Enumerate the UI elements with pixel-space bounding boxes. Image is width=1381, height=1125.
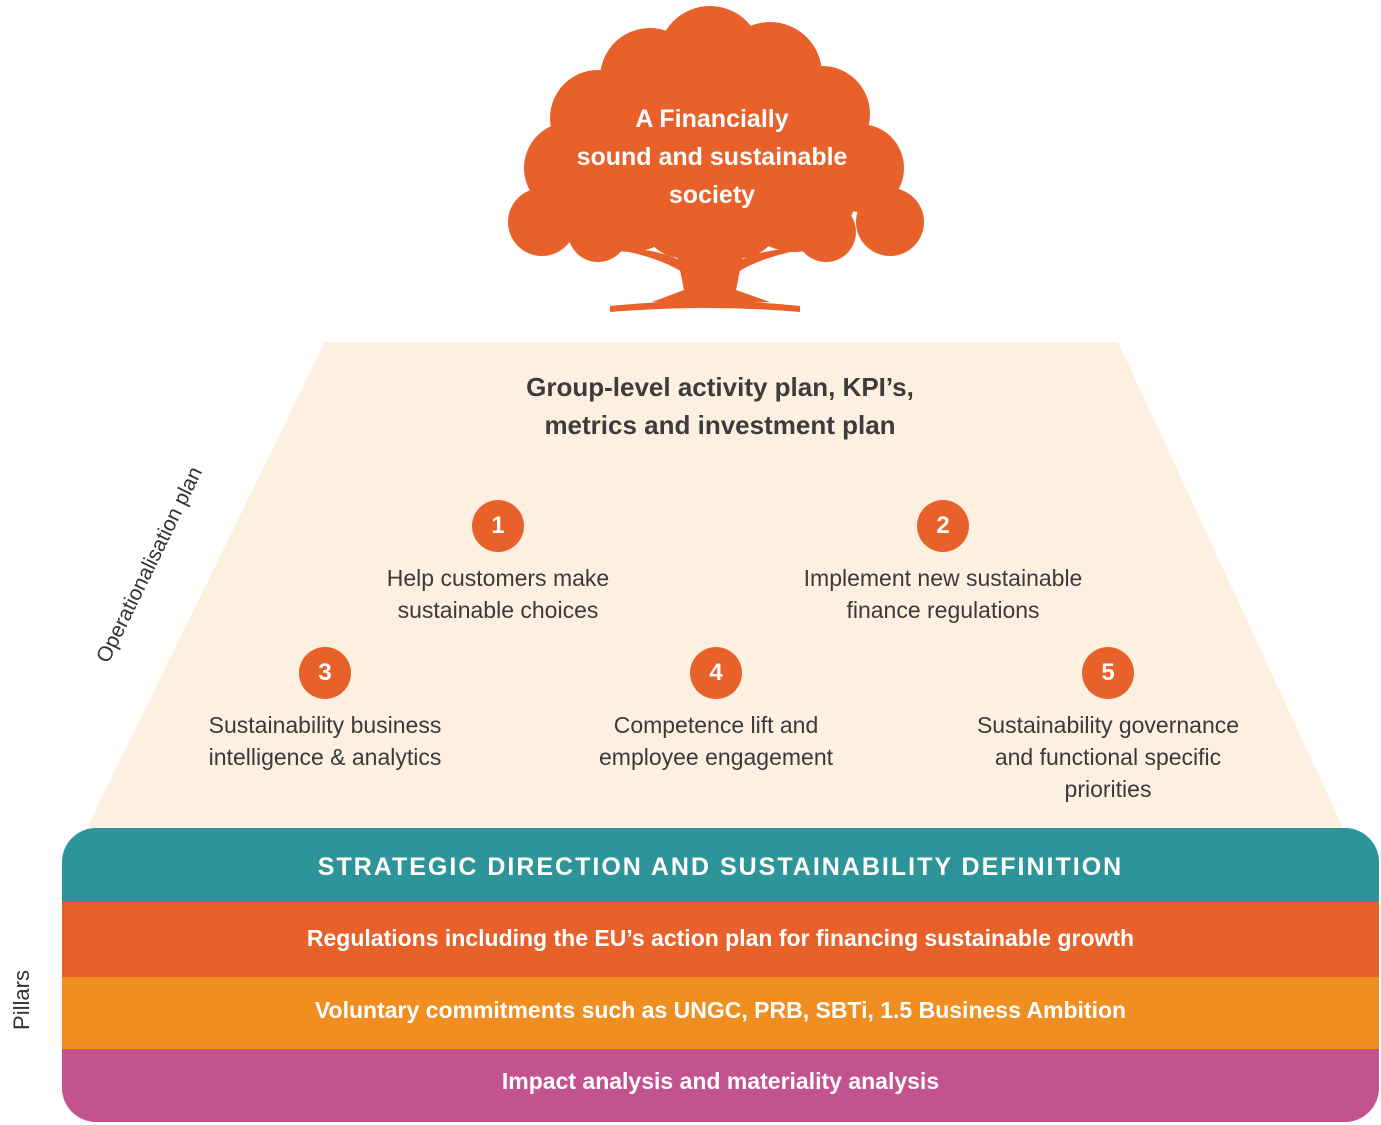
tree-caption-line-3: society — [668, 181, 756, 209]
plan-item-4: 4 Competence lift and employee engagemen… — [546, 647, 886, 773]
plan-item-line: finance regulations — [846, 597, 1040, 623]
number-badge: 4 — [690, 647, 742, 699]
plan-item-line: Help customers make — [386, 565, 610, 591]
number-badge: 1 — [472, 500, 524, 552]
plan-item-line: Competence lift and — [613, 712, 819, 738]
plan-item-line: Implement new sustainable — [803, 565, 1083, 591]
plan-item-line: sustainable choices — [397, 597, 599, 623]
plan-heading-line-1: Group-level activity plan, KPI’s, — [526, 372, 914, 402]
plan-item-3: 3 Sustainability business intelligence &… — [155, 647, 495, 773]
plan-item-text: Sustainability governance and functional… — [938, 709, 1278, 805]
plan-item-1: 1 Help customers make sustainable choice… — [328, 500, 668, 626]
plan-item-line: Sustainability business — [208, 712, 442, 738]
pillar-regulations: Regulations including the EU’s action pl… — [62, 902, 1379, 977]
pillar-strategic-direction: STRATEGIC DIRECTION AND SUSTAINABILITY D… — [62, 828, 1379, 902]
number-badge: 3 — [299, 647, 351, 699]
pillar-voluntary-commitments: Voluntary commitments such as UNGC, PRB,… — [62, 977, 1379, 1049]
plan-item-text: Help customers make sustainable choices — [328, 562, 668, 626]
plan-item-line: intelligence & analytics — [208, 744, 442, 770]
plan-item-text: Sustainability business intelligence & a… — [155, 709, 495, 773]
plan-item-5: 5 Sustainability governance and function… — [938, 647, 1278, 805]
tree-icon — [508, 6, 924, 312]
pillars-label: Pillars — [9, 970, 34, 1030]
plan-item-line: and functional specific — [994, 744, 1222, 770]
plan-item-line: priorities — [1064, 776, 1152, 802]
plan-item-text: Implement new sustainable finance regula… — [773, 562, 1113, 626]
tree-graphic: A Financially sound and sustainable soci… — [470, 0, 950, 330]
plan-heading-line-2: metrics and investment plan — [544, 410, 896, 440]
number-badge: 2 — [917, 500, 969, 552]
tree-caption: A Financially sound and sustainable soci… — [562, 100, 862, 214]
tree-caption-line-2: sound and sustainable — [576, 143, 848, 171]
plan-item-line: Sustainability governance — [976, 712, 1240, 738]
plan-item-line: employee engagement — [599, 744, 833, 770]
pillar-impact-analysis: Impact analysis and materiality analysis — [62, 1049, 1379, 1122]
plan-item-text: Competence lift and employee engagement — [546, 709, 886, 773]
number-badge: 5 — [1082, 647, 1134, 699]
plan-item-2: 2 Implement new sustainable finance regu… — [773, 500, 1113, 626]
plan-heading: Group-level activity plan, KPI’s, metric… — [420, 368, 1020, 444]
tree-caption-line-1: A Financially — [635, 105, 789, 133]
